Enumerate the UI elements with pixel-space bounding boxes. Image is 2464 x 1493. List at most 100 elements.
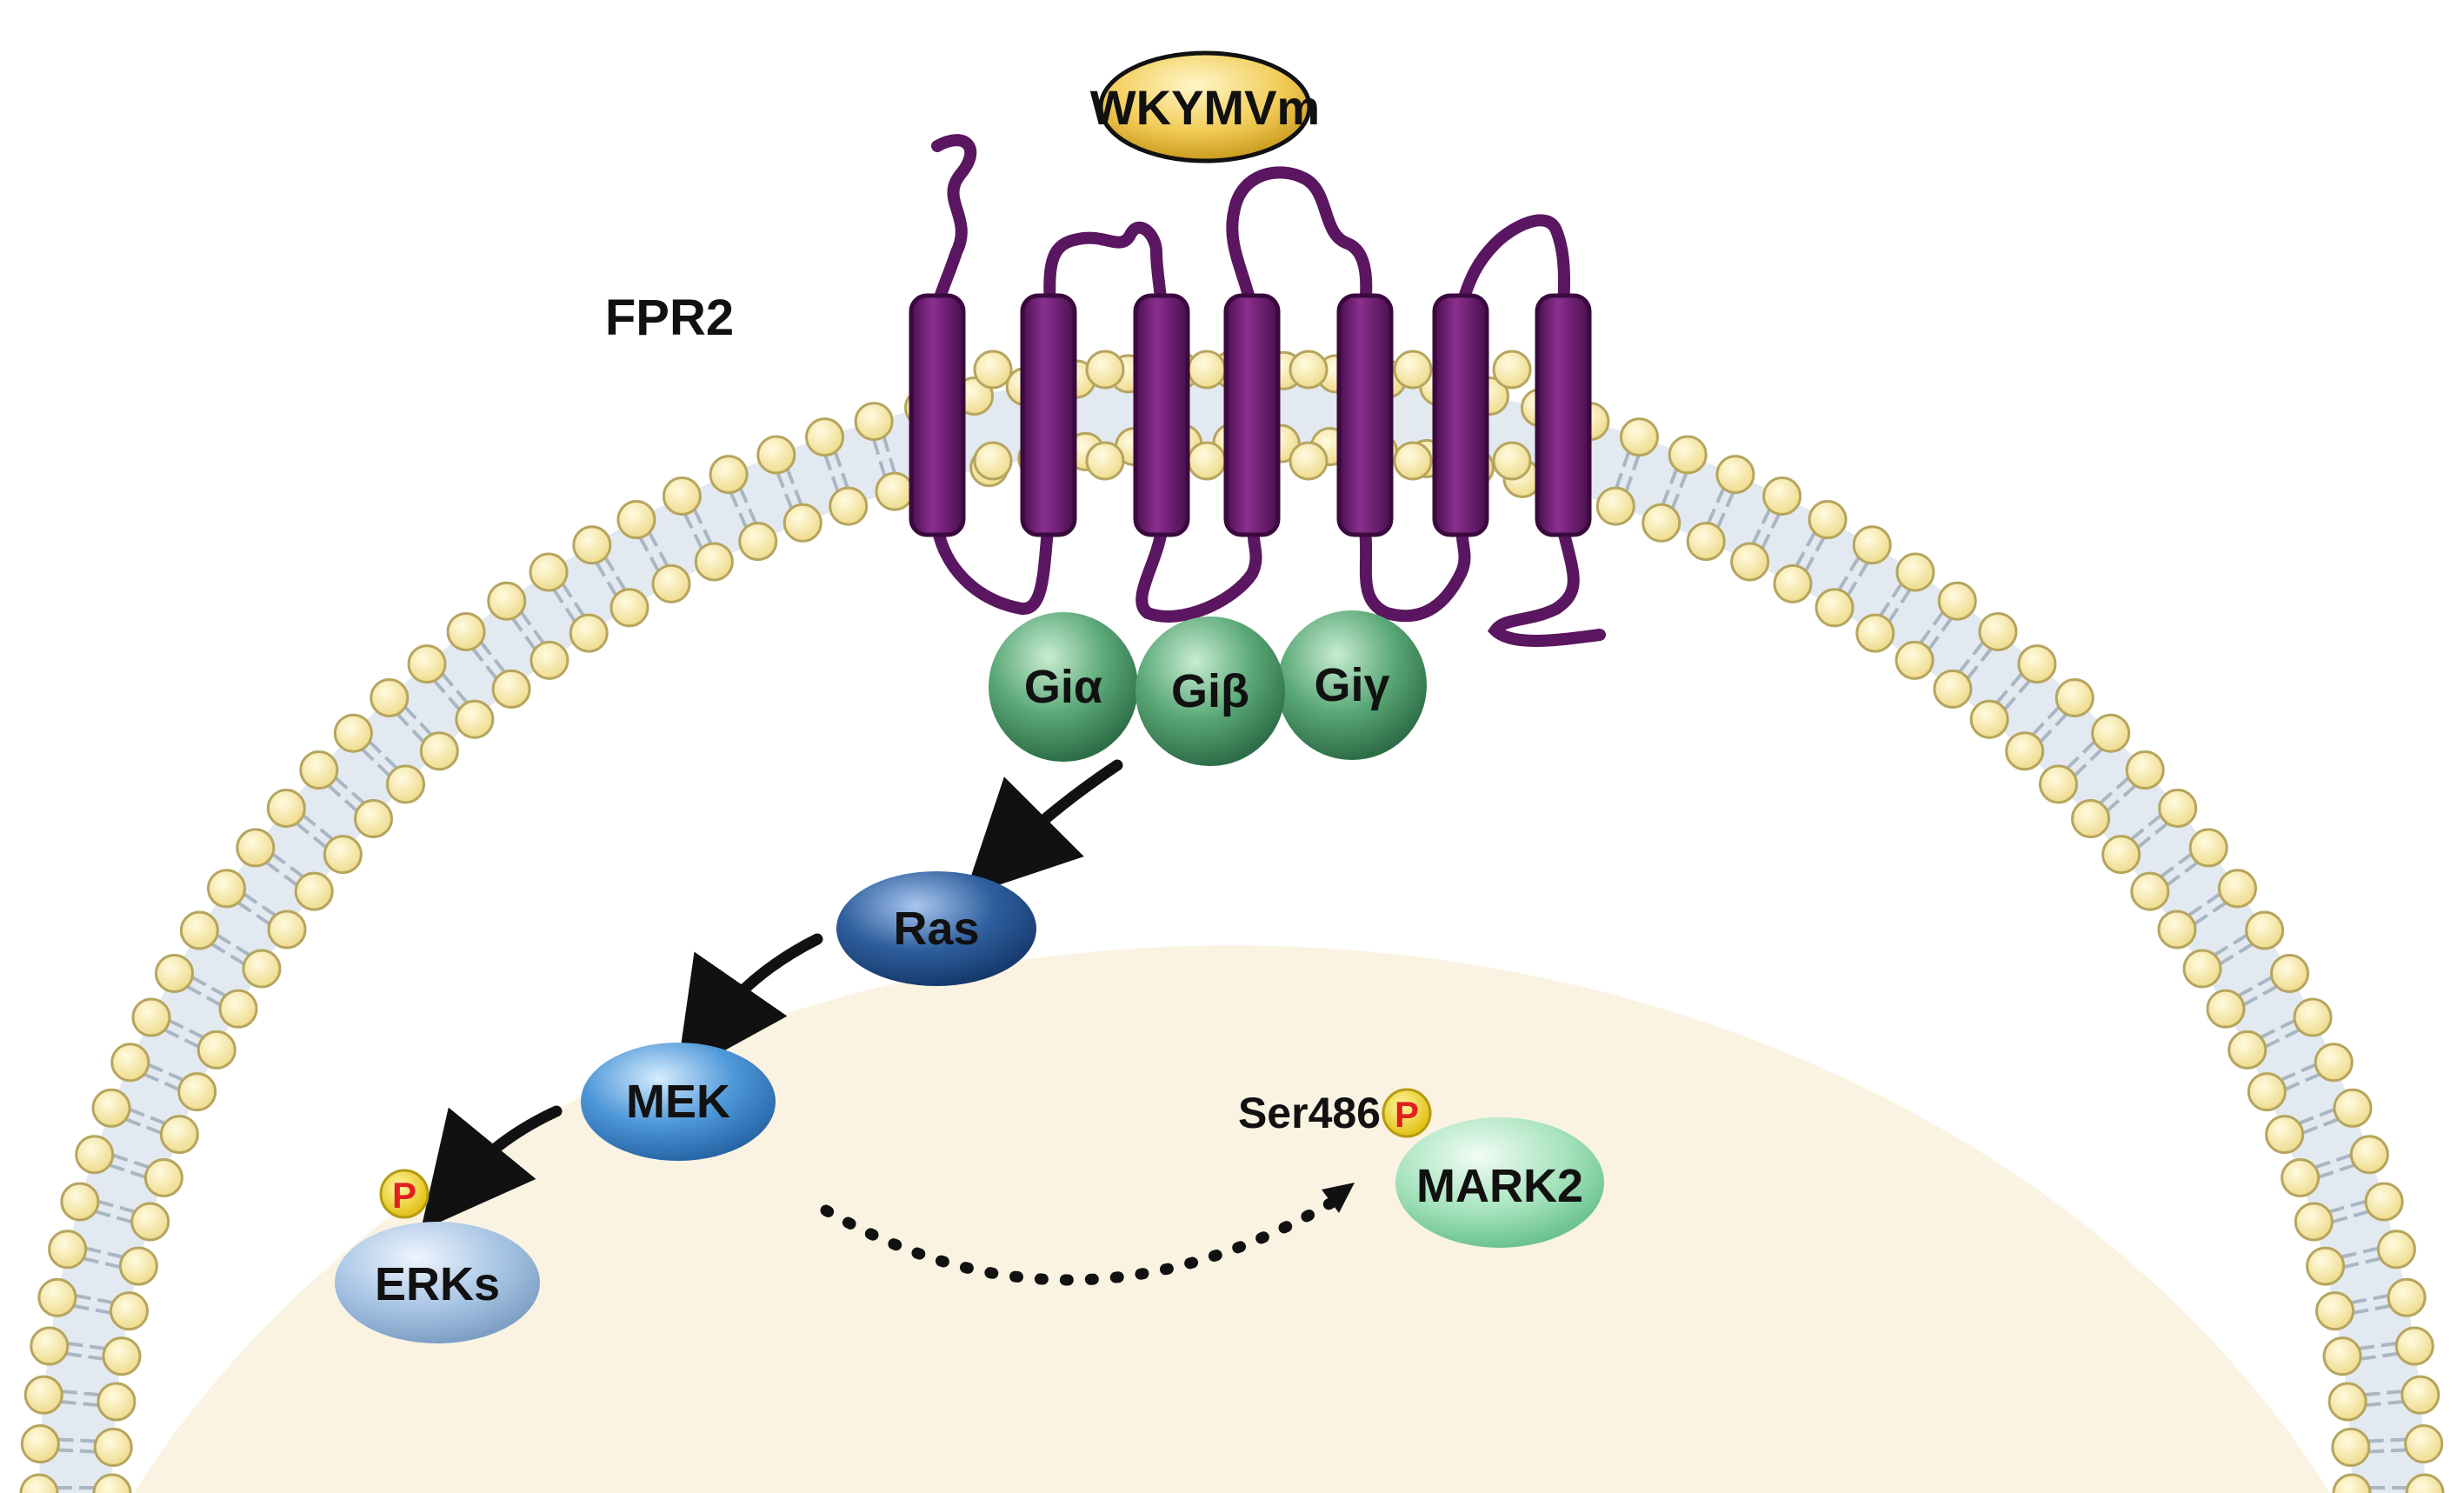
lipid-tail [384,756,398,770]
lipid-tail [1679,473,1688,489]
lipid-tail [2194,913,2208,925]
lipid-tail [1624,476,1634,491]
lipid-tail [112,1153,129,1163]
phospholipid-head [2314,1043,2354,1083]
lipid-tail [2281,1071,2296,1082]
lipid-tail [658,551,669,567]
phospholipid-head [1289,350,1329,390]
phospholipid-head [2217,869,2257,909]
lipid-tail [1900,589,1912,604]
lipid-tail [1932,611,1944,626]
lipid-tail [729,492,739,508]
lipid-tail [2302,1125,2318,1135]
lipid-tail [169,1019,184,1030]
phospholipid-head [805,417,845,457]
phospholipid-head [2101,835,2141,875]
phospholipid-head [1187,441,1227,481]
lipid-tail [66,1351,82,1358]
lipid-tail [216,934,231,945]
phospholipid-head [782,503,822,543]
phospholipid-head [2125,750,2165,790]
phospholipid-head [407,644,447,684]
phospholipid-head [75,1135,115,1175]
lipid-tail [1980,648,1993,663]
receptor-intracellular-loops [931,520,1606,647]
phospholipid-head [2247,1072,2287,1112]
phospholipid-head [2376,1230,2416,1270]
phospholipid-head [2293,997,2333,1037]
lipid-tail [493,658,506,673]
lipid-tail [738,512,748,528]
phospholipid-head [207,869,247,909]
lipid-tail [1958,658,1971,673]
lipid-tail [776,473,785,489]
lipid-tail [2238,943,2253,954]
phospholipid-head [2327,1382,2367,1422]
receptor-extracellular-loops [931,134,1571,315]
lipid-tail [649,556,660,571]
lipid-tail [272,853,287,865]
phospholipid-head [854,402,894,442]
lipid-tail [2366,1402,2381,1407]
phospholipid-head [756,435,796,475]
lipid-tail [748,508,757,523]
lipid-tail [889,457,896,473]
lipid-tail [433,680,446,694]
lipid-tail [1805,532,1816,548]
g-protein-beta: Giβ [1135,617,1285,766]
lipid-tail [2305,1072,2321,1083]
lipid-tail [2115,776,2129,790]
phospholipid-head [266,788,306,828]
lipid-tail [2314,1160,2331,1170]
phospholipid-head [2315,1291,2355,1331]
phospholipid-head [1895,640,1935,680]
lipid-tail [130,1108,145,1117]
phospholipid-head [2005,731,2045,771]
lipid-tail [2362,1246,2378,1254]
lipid-tail [2167,874,2181,886]
lipid-tail [1761,533,1771,549]
gi-gamma-label: Giγ [1314,659,1389,711]
phospholipid-head [2269,953,2309,993]
phospholipid-head [93,1427,133,1467]
lipid-tail [61,1400,77,1405]
phospholipid-head [1855,613,1895,653]
phospholipid-head [709,455,749,495]
lipid-tail [2351,1297,2367,1304]
phospholipid-head [218,989,258,1029]
lipid-tail [2329,1205,2345,1214]
lipid-tail [878,460,887,477]
lipid-tail [2081,741,2095,754]
lipid-tail [2365,1256,2381,1264]
lipid-tail [1761,509,1771,524]
lipid-tail [524,635,536,650]
lipid-tail [1919,629,1932,644]
lipid-tail [205,996,221,1006]
gi-alpha-label: Giα [1024,661,1102,713]
lipid-tail [606,581,617,596]
phospholipid-head [159,1115,199,1155]
mark2-node: MARK2 [1395,1117,1604,1248]
lipid-tail [319,828,334,841]
phospholipid-head [973,350,1013,390]
phospholipid-head [1085,441,1125,481]
lipid-tail [480,642,492,656]
lipid-tail [2018,680,2031,694]
lipid-tail [2130,828,2145,841]
phospholipid-head [299,750,339,790]
phospholipid-head [242,949,282,989]
lipid-tail [163,1081,179,1091]
lipid-tail [2032,722,2045,736]
g-protein-gamma: Giγ [1277,610,1427,760]
lipid-tail [2074,763,2088,776]
phospholipid-head [1852,525,1892,565]
lipid-tail [703,529,713,544]
lipid-tail [404,706,417,720]
lipid-tail [2261,1029,2276,1039]
lipid-tail [79,1449,96,1454]
ras-label: Ras [893,903,979,955]
lipid-tail [1716,512,1726,528]
lipid-tail [211,943,226,954]
phospholipid-head [370,678,410,718]
lipid-tail [1837,576,1849,590]
